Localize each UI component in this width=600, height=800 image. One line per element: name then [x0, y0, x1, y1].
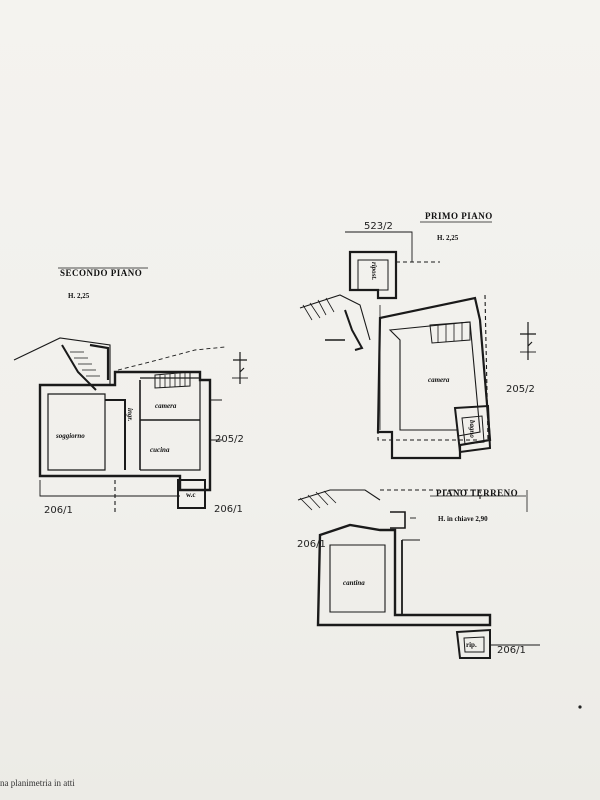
room-camera-first: camera — [428, 376, 450, 384]
room-bagno: bagno — [468, 420, 476, 438]
room-soggiorno: soggiorno — [55, 432, 85, 440]
parcel-523-2: 523/2 — [364, 221, 393, 232]
parcel-206-1-ground-left: 206/1 — [297, 539, 326, 550]
room-cantina: cantina — [343, 579, 365, 587]
room-wc: w.c — [186, 491, 196, 499]
second-floor-title: SECONDO PIANO — [60, 268, 142, 278]
ground-floor-title: PIANO TERRENO — [436, 488, 518, 498]
ground-floor-height: H. in chiave 2,90 — [438, 515, 488, 523]
parcel-205-2-second: 205/2 — [215, 434, 244, 445]
ground-floor-plan — [297, 489, 540, 659]
ink-dot — [578, 705, 582, 709]
parcel-206-1-second-left: 206/1 — [44, 505, 73, 516]
first-floor-plan — [299, 221, 536, 460]
room-cucina: cucina — [150, 446, 170, 454]
second-floor-height: H. 2,25 — [68, 292, 90, 300]
first-floor-title: PRIMO PIANO — [425, 211, 493, 221]
room-ripostiglio: ripost. — [370, 262, 378, 280]
room-camera-second: camera — [155, 402, 177, 410]
room-ripostiglio-ground: rip. — [466, 641, 477, 649]
room-ingresso: ingr. — [126, 408, 134, 422]
second-floor-plan — [13, 267, 248, 515]
parcel-205-2-first: 205/2 — [506, 384, 535, 395]
parcel-206-1-second-right: 206/1 — [214, 504, 243, 515]
footer-note: na planimetria in atti — [0, 778, 75, 788]
parcel-206-1-ground-right: 206/1 — [497, 645, 526, 656]
first-floor-height: H. 2,25 — [437, 234, 459, 242]
